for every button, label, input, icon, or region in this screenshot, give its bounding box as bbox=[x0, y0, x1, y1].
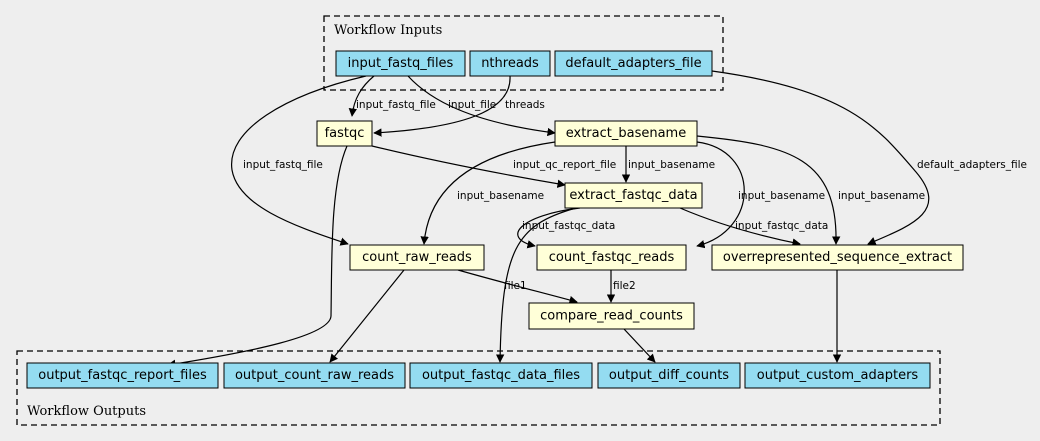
edge-label-input-file: input_file bbox=[448, 99, 496, 111]
node-fastqc[interactable]: fastqc bbox=[316, 120, 373, 147]
edge-label-input-qc-report-file: input_qc_report_file bbox=[513, 159, 616, 171]
node-count-fastqc-reads[interactable]: count_fastqc_reads bbox=[536, 244, 687, 271]
edge-label-input-fastqc-data-2: input_fastqc_data bbox=[735, 220, 828, 232]
edge-input-fastq-to-fastqc bbox=[348, 75, 375, 117]
edge-label-input-basename-2: input_basename bbox=[457, 190, 544, 202]
node-label: extract_basename bbox=[566, 126, 686, 141]
edge-label-input-basename-1: input_basename bbox=[628, 159, 715, 171]
node-label: input_fastq_files bbox=[348, 56, 454, 71]
edge-labels: input_fastq_file input_file threads inpu… bbox=[243, 99, 1027, 292]
edges bbox=[167, 70, 930, 368]
edge-extract-basename-to-count-raw-reads bbox=[420, 141, 556, 245]
node-output-fastqc-data-files[interactable]: output_fastqc_data_files bbox=[409, 362, 593, 389]
edge-fastqc-to-output-fastqc-report bbox=[167, 145, 348, 368]
node-label: nthreads bbox=[481, 56, 539, 71]
node-output-custom-adapters[interactable]: output_custom_adapters bbox=[744, 362, 931, 389]
edge-fastqc-to-extract-fastqc-data bbox=[371, 145, 566, 188]
edge-label-default-adapters-file: default_adapters_file bbox=[917, 159, 1027, 171]
node-label: output_fastqc_data_files bbox=[422, 368, 580, 383]
node-extract-basename[interactable]: extract_basename bbox=[554, 120, 698, 147]
edge-count-raw-reads-to-output-count-raw bbox=[329, 269, 405, 363]
edge-input-fastq-to-extract-basename bbox=[407, 75, 556, 137]
workflow-outputs-label: Workflow Outputs bbox=[27, 404, 146, 419]
node-overrepresented-sequence-extract[interactable]: overrepresented_sequence_extract bbox=[711, 244, 964, 271]
edge-extract-basename-to-count-fastqc-reads bbox=[696, 141, 745, 249]
edge-label-file2: file2 bbox=[613, 280, 636, 292]
node-input-fastq-files[interactable]: input_fastq_files bbox=[335, 50, 466, 77]
node-label: compare_read_counts bbox=[540, 309, 683, 324]
edge-label-input-fastq-file-2: input_fastq_file bbox=[243, 159, 323, 171]
edge-label-input-fastq-file-1: input_fastq_file bbox=[356, 99, 436, 111]
node-output-diff-counts[interactable]: output_diff_counts bbox=[597, 362, 741, 389]
edge-input-fastq-to-count-raw-reads bbox=[231, 75, 367, 246]
edge-label-file1: file1 bbox=[504, 280, 527, 292]
node-label: extract_fastqc_data bbox=[569, 188, 697, 203]
edge-extract-fastqc-data-to-overrepresented bbox=[679, 207, 801, 247]
node-label: output_fastqc_report_files bbox=[38, 368, 207, 383]
edge-extract-fastqc-data-to-output-fastqc-data bbox=[495, 207, 577, 363]
node-label: output_custom_adapters bbox=[757, 368, 919, 383]
workflow-outputs-cluster: Workflow Outputs bbox=[16, 350, 941, 426]
node-label: count_fastqc_reads bbox=[549, 250, 675, 265]
node-extract-fastqc-data[interactable]: extract_fastqc_data bbox=[564, 182, 703, 209]
edge-label-input-basename-3: input_basename bbox=[738, 190, 825, 202]
node-output-count-raw-reads[interactable]: output_count_raw_reads bbox=[223, 362, 406, 389]
node-count-raw-reads[interactable]: count_raw_reads bbox=[349, 244, 485, 271]
node-label: output_count_raw_reads bbox=[235, 368, 394, 383]
edge-extract-fastqc-data-to-count-fastqc-reads bbox=[517, 207, 581, 249]
edge-label-input-fastqc-data-1: input_fastqc_data bbox=[522, 220, 615, 232]
node-compare-read-counts[interactable]: compare_read_counts bbox=[528, 302, 695, 330]
node-output-fastqc-report-files[interactable]: output_fastqc_report_files bbox=[26, 362, 219, 389]
node-nthreads[interactable]: nthreads bbox=[469, 50, 551, 77]
node-label: default_adapters_file bbox=[565, 56, 701, 71]
node-label: count_raw_reads bbox=[362, 250, 472, 265]
edge-extract-basename-to-overrepresented bbox=[696, 135, 841, 245]
workflow-inputs-label: Workflow Inputs bbox=[334, 23, 442, 38]
edge-label-threads: threads bbox=[505, 99, 545, 111]
edge-nthreads-to-fastqc bbox=[373, 75, 511, 137]
edge-label-input-basename-4: input_basename bbox=[838, 190, 925, 202]
edge-count-raw-reads-to-compare bbox=[457, 269, 578, 305]
node-label: overrepresented_sequence_extract bbox=[723, 250, 952, 265]
node-label: fastqc bbox=[325, 126, 365, 141]
edge-default-adapters-to-overrepresented bbox=[711, 70, 930, 245]
node-label: output_diff_counts bbox=[609, 368, 729, 383]
workflow-inputs-cluster: Workflow Inputs bbox=[323, 15, 724, 91]
edge-compare-to-output-diff-counts bbox=[623, 328, 656, 363]
node-default-adapters-file[interactable]: default_adapters_file bbox=[554, 50, 713, 77]
